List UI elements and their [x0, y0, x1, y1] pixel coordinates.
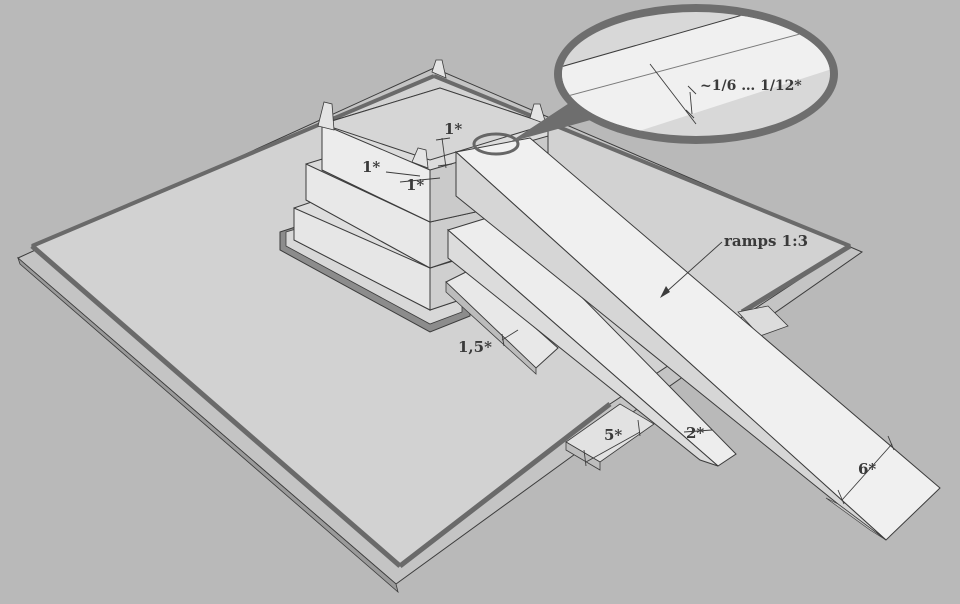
- top-step-width-label: 1*: [362, 158, 380, 176]
- dimension-lines: [385, 137, 895, 505]
- top-step-depth-label: 1*: [406, 176, 424, 194]
- middle-ramp: [446, 213, 737, 467]
- lower-ramp: [445, 269, 559, 375]
- top-step-height-label: 1*: [444, 120, 462, 138]
- side-ramp-width-label: 5*: [604, 426, 622, 444]
- side-ramp-landing: [565, 403, 655, 471]
- detail-callout: ~1/6 … 1/12*: [510, 4, 838, 144]
- detail-ratio-label: ~1/6 … 1/12*: [700, 78, 802, 94]
- main-ramp: [454, 137, 941, 541]
- detail-ring: [472, 132, 520, 156]
- lower-ramp-width-label: 1,5*: [458, 338, 492, 356]
- ramps-ratio-label: ramps 1:3: [724, 232, 808, 250]
- middle-ramp-width-label: 2*: [686, 424, 704, 442]
- main-ramp-width-label: 6*: [858, 460, 876, 478]
